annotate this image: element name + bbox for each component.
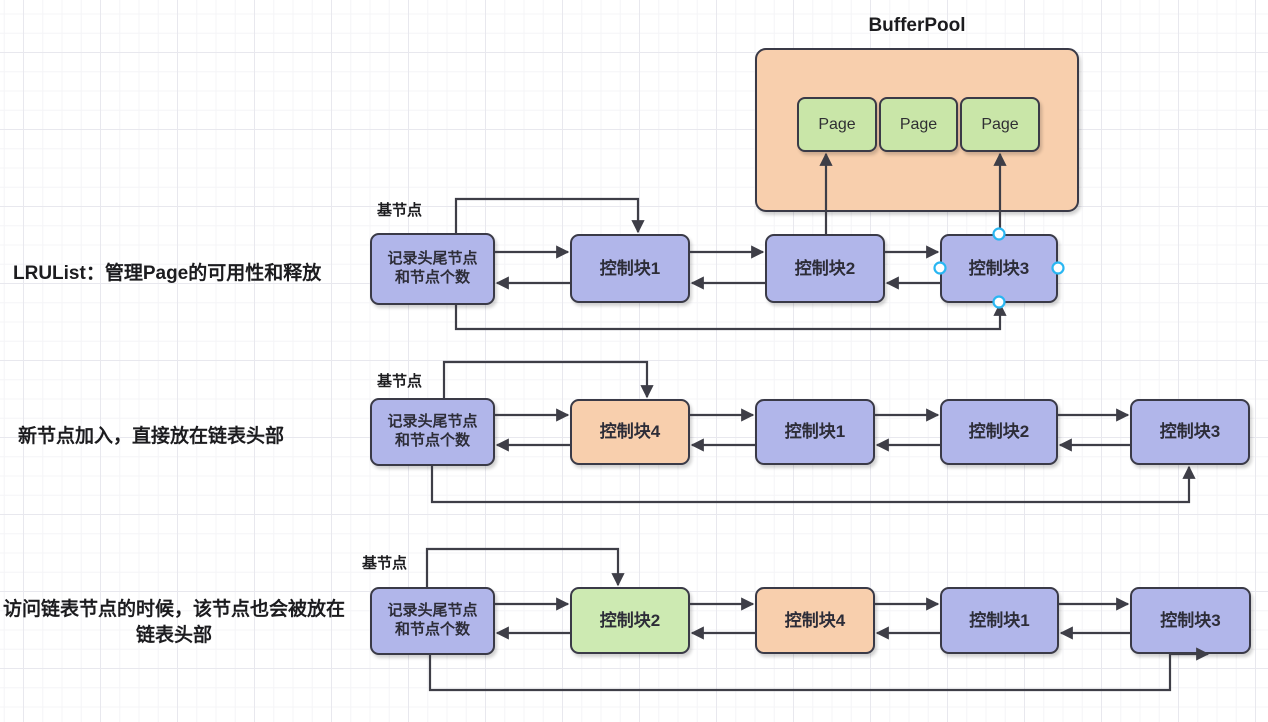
row1-control-block-1[interactable]: 控制块1 (570, 234, 690, 303)
base-node-row1-line2: 和节点个数 (394, 269, 470, 286)
edge-row1-head-pointer[interactable] (454, 197, 645, 234)
page-box-3[interactable]: Page (960, 97, 1040, 152)
base-node-row3[interactable]: 记录头尾节点 和节点个数 (370, 587, 495, 655)
caption-row1[interactable]: LRUList：管理Page的可用性和释放 (13, 263, 322, 284)
row2-control-block-4[interactable]: 控制块4 (570, 399, 690, 465)
row3-control-block-4[interactable]: 控制块4 (755, 587, 875, 654)
base-node-row2-line2: 和节点个数 (394, 432, 470, 449)
base-node-label-row2[interactable]: 基节点 (377, 373, 423, 390)
row2-control-block-2[interactable]: 控制块2 (940, 399, 1058, 465)
base-node-row2-line1: 记录头尾节点 (387, 413, 478, 431)
row3-control-block-2[interactable]: 控制块2 (570, 587, 690, 654)
caption-row2[interactable]: 新节点加入，直接放在链表头部 (18, 426, 285, 447)
base-node-label-row3[interactable]: 基节点 (362, 555, 408, 572)
caption-row3[interactable]: 访问链表节点的时候，该节点也会被放在 链表头部 (0, 597, 348, 649)
row2-control-block-3[interactable]: 控制块3 (1130, 399, 1250, 465)
caption-row3-line2: 链表头部 (135, 625, 212, 646)
bufferpool-title: BufferPool (868, 15, 966, 36)
edge-row2-head-pointer[interactable] (442, 360, 654, 399)
row1-control-block-2[interactable]: 控制块2 (765, 234, 885, 303)
base-node-row3-line2: 和节点个数 (394, 621, 470, 638)
edge-row3-tail-pointer[interactable] (428, 647, 1210, 692)
base-node-row1[interactable]: 记录头尾节点 和节点个数 (370, 233, 495, 305)
caption-row3-line1: 访问链表节点的时候，该节点也会被放在 (2, 599, 345, 620)
page-box-1[interactable]: Page (797, 97, 877, 152)
row1-control-block-3-selected[interactable]: 控制块3 (940, 234, 1058, 303)
base-node-row3-line1: 记录头尾节点 (387, 602, 478, 620)
edge-row3-head-pointer[interactable] (425, 547, 625, 587)
row3-control-block-3[interactable]: 控制块3 (1130, 587, 1251, 654)
page-box-2[interactable]: Page (879, 97, 958, 152)
edge-row1-tail-pointer[interactable] (454, 302, 1007, 331)
base-node-label-row1[interactable]: 基节点 (377, 202, 423, 219)
base-node-row2[interactable]: 记录头尾节点 和节点个数 (370, 398, 495, 466)
row2-control-block-1[interactable]: 控制块1 (755, 399, 875, 465)
row3-control-block-1[interactable]: 控制块1 (940, 587, 1059, 654)
base-node-row1-line1: 记录头尾节点 (387, 250, 478, 268)
edge-row2-tail-pointer[interactable] (430, 465, 1196, 504)
